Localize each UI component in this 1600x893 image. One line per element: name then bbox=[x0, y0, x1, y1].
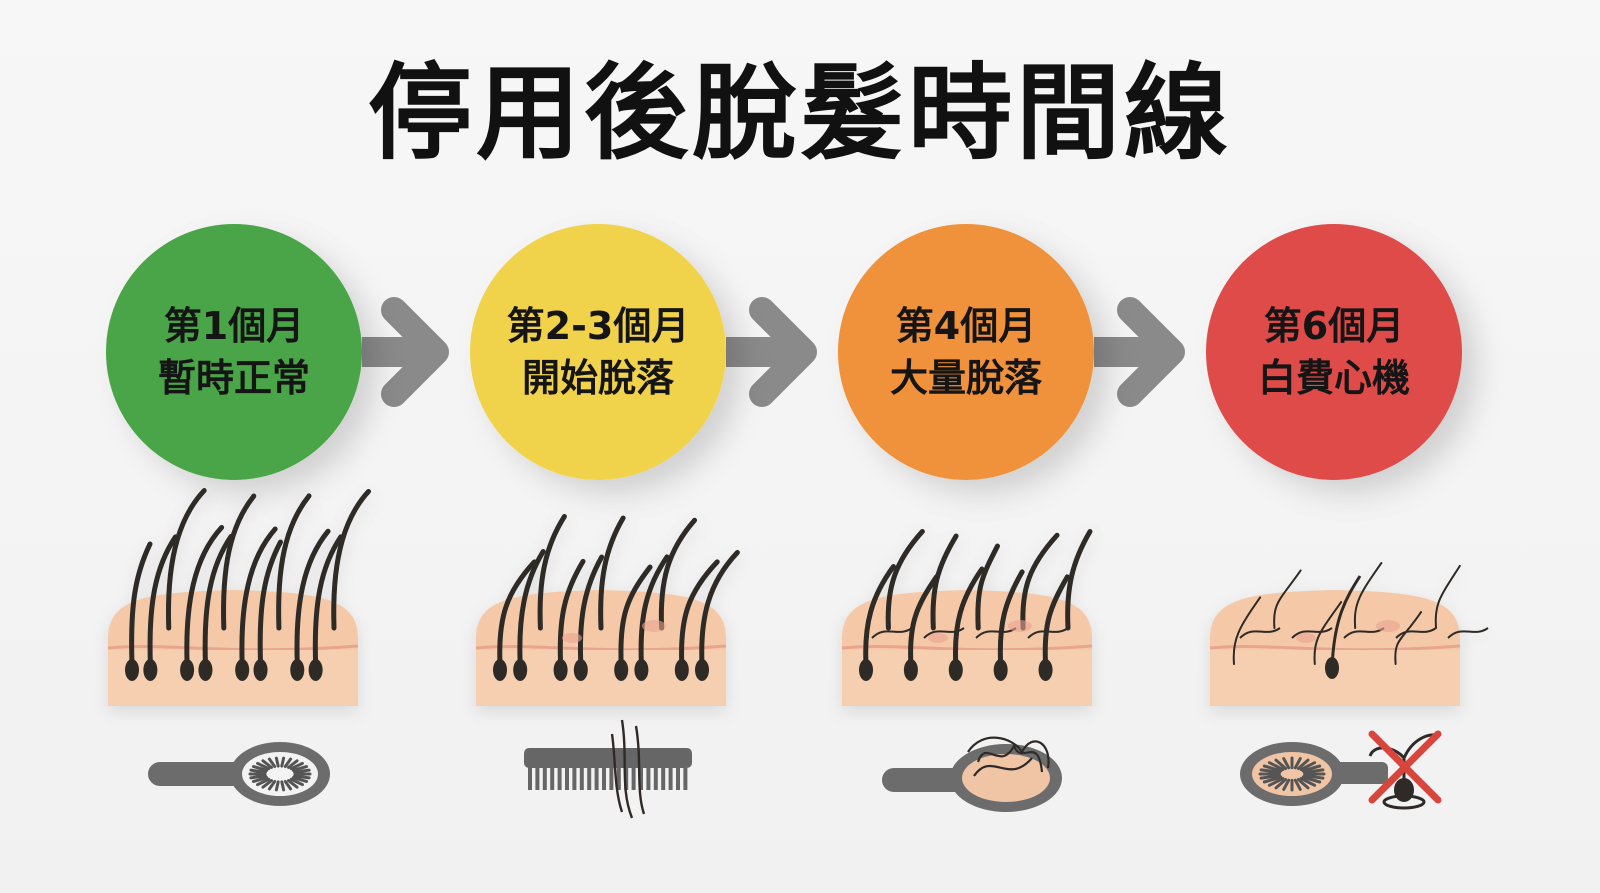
stage-label-2: 第2-3個月 開始脫落 bbox=[478, 300, 718, 404]
scalp-illustrations bbox=[107, 488, 1489, 706]
stage-circle bbox=[838, 224, 1094, 480]
no-hair-icon bbox=[1368, 730, 1442, 810]
stage-circle bbox=[470, 224, 726, 480]
stage-label-4: 第6個月 白費心機 bbox=[1214, 300, 1454, 404]
arrow-group bbox=[362, 297, 1185, 407]
brush-icon bbox=[148, 742, 330, 806]
stage-month: 第1個月 bbox=[163, 304, 305, 348]
arrow-icon bbox=[362, 297, 449, 407]
brush-icon bbox=[1240, 742, 1388, 806]
stage-label-1: 第1個月 暫時正常 bbox=[114, 300, 354, 404]
stage-month: 第2-3個月 bbox=[506, 304, 690, 348]
comb-icon bbox=[524, 719, 692, 819]
tool-icons bbox=[148, 719, 1442, 819]
scalp-illustration bbox=[107, 488, 372, 706]
stage-month: 第6個月 bbox=[1263, 304, 1405, 348]
arrow-icon bbox=[1094, 297, 1185, 407]
stage-status: 暫時正常 bbox=[157, 356, 310, 400]
stage-status: 開始脫落 bbox=[521, 356, 674, 400]
stage-month: 第4個月 bbox=[895, 304, 1037, 348]
stage-status: 大量脫落 bbox=[889, 356, 1042, 400]
page-title: 停用後脫髮時間線 bbox=[367, 52, 1232, 174]
scalp-illustration bbox=[841, 528, 1093, 706]
stage-circle bbox=[106, 224, 362, 480]
stage-circle bbox=[1206, 224, 1462, 480]
stage-label-3: 第4個月 大量脫落 bbox=[846, 300, 1086, 404]
scalp-illustration bbox=[1209, 562, 1489, 706]
stage-status: 白費心機 bbox=[1257, 356, 1410, 400]
scalp-illustration bbox=[475, 513, 740, 706]
brush-with-hair-icon bbox=[882, 736, 1062, 812]
stage-circles bbox=[106, 224, 1462, 480]
arrow-icon bbox=[726, 297, 817, 407]
